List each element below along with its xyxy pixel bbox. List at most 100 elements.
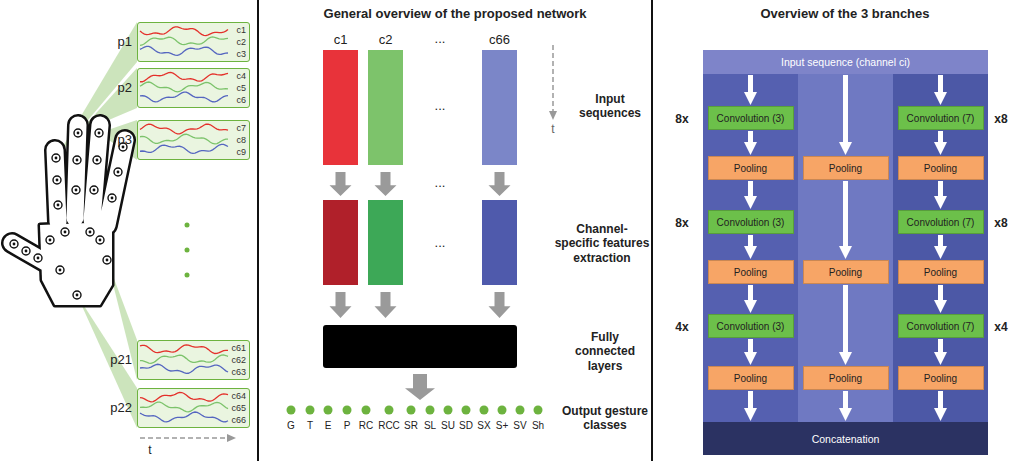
divider-line — [651, 0, 653, 461]
plot-ground — [137, 388, 250, 428]
gesture-class: SD — [459, 420, 473, 432]
layer-name: Convolution (7) — [907, 113, 975, 124]
plot-name: p22 — [106, 400, 132, 415]
layer-name: Convolution (7) — [907, 321, 975, 332]
branch-band: Input sequence (channel ci) — [703, 50, 988, 74]
signal-curve — [140, 82, 228, 92]
channel-label: c61 — [231, 343, 246, 353]
layer-box: Convolution (7) — [898, 210, 984, 234]
flow-connector — [748, 181, 753, 196]
sensor-ring — [90, 186, 98, 194]
repeat-count: 4x — [675, 320, 688, 334]
layer-name: Pooling — [924, 163, 957, 174]
sensor-dot — [46, 236, 54, 244]
channel-label: c66 — [231, 415, 246, 425]
stage-label: Input sequences — [571, 92, 649, 121]
plot-ground — [137, 340, 250, 380]
sensor-center — [25, 250, 28, 253]
layer-box: Convolution (3) — [708, 210, 794, 234]
panel-title: General overview of the proposed network — [324, 6, 587, 22]
plot-ground — [137, 68, 250, 108]
class-dot — [385, 406, 394, 415]
branch-panel — [703, 50, 988, 455]
signal-curve — [140, 27, 228, 36]
signal-curve — [140, 392, 228, 401]
sensor-center — [93, 189, 96, 192]
time-arrow — [552, 45, 554, 112]
panel-title: Overview of the 3 branches — [760, 6, 929, 22]
flow-connector — [748, 339, 753, 352]
input-sequence-box: c1 — [323, 50, 358, 165]
input-sequence-box: c66 — [482, 50, 517, 165]
sensor-dot — [114, 168, 122, 176]
channel-label: c2 — [379, 32, 393, 47]
repeat-count: 8x — [675, 112, 688, 126]
feature-boxes — [323, 200, 517, 368]
flow-connector — [938, 339, 943, 352]
layer-name: Pooling — [829, 373, 862, 384]
plot-ground — [137, 22, 250, 62]
layer-box: Pooling — [803, 366, 889, 390]
channel-label: c3 — [236, 49, 246, 59]
layer-name: Convolution (7) — [907, 217, 975, 228]
gesture-class: P — [344, 420, 351, 432]
channel-label: c63 — [231, 367, 246, 377]
layer-name: Convolution (3) — [717, 217, 785, 228]
sensor-center — [98, 132, 101, 135]
flow-connector — [843, 181, 848, 246]
flow-connector — [843, 285, 848, 352]
layer-name: Concatenation — [812, 433, 880, 445]
plot-grounds — [137, 22, 250, 428]
ellipsis: ... — [435, 98, 446, 114]
gesture-class: Sh — [532, 420, 544, 432]
branch-band: Concatenation — [703, 422, 988, 455]
class-dot — [426, 406, 435, 415]
flow-connector — [938, 391, 943, 408]
layer-box: Convolution (7) — [898, 106, 984, 130]
flow-arrow — [330, 292, 352, 318]
sensor-center — [13, 243, 16, 246]
feature-box — [482, 200, 517, 285]
flow-connector — [748, 75, 753, 92]
repeat-count: x8 — [994, 216, 1007, 230]
signal-plot: p21c61c62c63 — [137, 340, 250, 380]
sensor-ring — [74, 129, 82, 137]
time-axis — [140, 45, 557, 442]
signal-curve — [140, 92, 228, 102]
signal-curve — [140, 72, 228, 81]
sensor-dot — [56, 266, 64, 274]
flow-connector — [843, 391, 848, 408]
signal-curves — [140, 27, 228, 422]
ellipsis-dot — [185, 248, 190, 253]
sensor-ring — [96, 236, 104, 244]
sensor-ring — [95, 129, 103, 137]
signal-curve — [140, 402, 228, 412]
sensor-center — [37, 257, 40, 260]
class-dot — [516, 406, 525, 415]
stage-label: Fully connected layers — [561, 330, 649, 373]
branch-column — [893, 50, 988, 455]
hand-outline — [40, 222, 112, 305]
sensor-center — [75, 189, 78, 192]
class-dot — [287, 406, 296, 415]
repeat-count: 8x — [675, 216, 688, 230]
sensor-ring — [54, 201, 62, 209]
layer-name: Pooling — [734, 373, 767, 384]
flow-arrow — [375, 292, 397, 318]
ellipsis: ... — [435, 235, 446, 251]
sensor-ray — [77, 295, 137, 428]
plot-name: p2 — [106, 80, 132, 95]
sensor-ring — [103, 256, 111, 264]
class-dot — [407, 406, 416, 415]
input-sequence-box: c2 — [368, 50, 403, 165]
layer-box: Convolution (7) — [898, 314, 984, 338]
signal-plot: p3c7c8c9 — [137, 120, 250, 160]
channel-label: c66 — [489, 32, 510, 47]
sensor-center — [56, 179, 59, 182]
signal-curve — [140, 355, 228, 363]
flow-arrow — [375, 172, 397, 196]
sensor-center — [57, 204, 60, 207]
sensor-dot — [95, 129, 103, 137]
flow-arrow — [405, 374, 435, 400]
sensor-ring — [22, 247, 30, 255]
